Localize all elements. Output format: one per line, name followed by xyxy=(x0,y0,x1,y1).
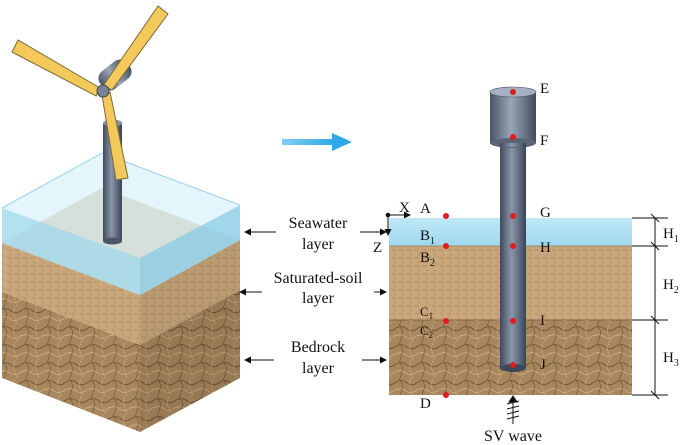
label-b2: B2 xyxy=(420,250,435,269)
seawater-label-line1: Seawater xyxy=(289,215,348,232)
turbine-blade-upper xyxy=(102,5,169,91)
point-labels: A B1 B2 C1 C2 D E F G H I J xyxy=(420,81,551,412)
point-c-marker xyxy=(443,318,449,324)
soil-label-line1: Saturated-soil xyxy=(274,270,363,287)
block-water-front xyxy=(2,208,140,295)
label-e: E xyxy=(540,81,549,97)
block-soil-side xyxy=(140,240,240,345)
h1-label: H1 xyxy=(663,226,679,245)
h3-label: H3 xyxy=(663,350,679,369)
sv-wave-icon xyxy=(506,395,520,424)
label-f: F xyxy=(540,133,548,149)
point-h-marker xyxy=(510,243,516,249)
block-soil-front xyxy=(2,243,140,345)
point-f-marker xyxy=(510,134,516,140)
point-a-marker xyxy=(443,213,449,219)
axis-x-label: X xyxy=(399,200,410,216)
label-j: J xyxy=(540,357,546,373)
point-b-marker xyxy=(443,243,449,249)
block-bedrock-side xyxy=(140,290,240,432)
axis-z-label: Z xyxy=(373,240,382,256)
label-i: I xyxy=(540,313,545,329)
turbine-blade-left xyxy=(11,39,101,97)
label-c1: C1 xyxy=(420,304,433,321)
label-c2: C2 xyxy=(420,323,433,340)
label-b1: B1 xyxy=(420,228,435,247)
label-a: A xyxy=(420,201,431,217)
point-i-marker xyxy=(510,318,516,324)
bedrock-label-line1: Bedrock xyxy=(291,339,345,356)
point-d-marker xyxy=(443,392,449,398)
point-g-marker xyxy=(510,213,516,219)
measurement-points xyxy=(443,89,516,398)
soil-label-line2: layer xyxy=(302,290,335,307)
transform-arrow xyxy=(282,133,352,151)
turbine-hub xyxy=(96,84,110,98)
h2-label: H2 xyxy=(663,277,679,296)
point-e-marker xyxy=(510,89,516,95)
label-arrows xyxy=(239,228,387,364)
label-g: G xyxy=(540,205,551,221)
point-j-marker xyxy=(510,362,516,368)
height-dimensions xyxy=(632,213,668,400)
pile-shaft xyxy=(500,140,526,368)
coordinate-axes xyxy=(384,211,411,236)
block-bedrock-front xyxy=(2,292,140,432)
label-d: D xyxy=(420,396,431,412)
layer-labels: Seawater layer Saturated-soil layer Bedr… xyxy=(274,215,363,377)
bedrock-label-line2: layer xyxy=(302,360,335,377)
block-water-side xyxy=(140,205,240,295)
label-h: H xyxy=(540,240,551,256)
sv-wave-label: SV wave xyxy=(484,428,542,445)
wind-turbine xyxy=(11,5,169,245)
seawater-label-line2: layer xyxy=(302,236,335,253)
